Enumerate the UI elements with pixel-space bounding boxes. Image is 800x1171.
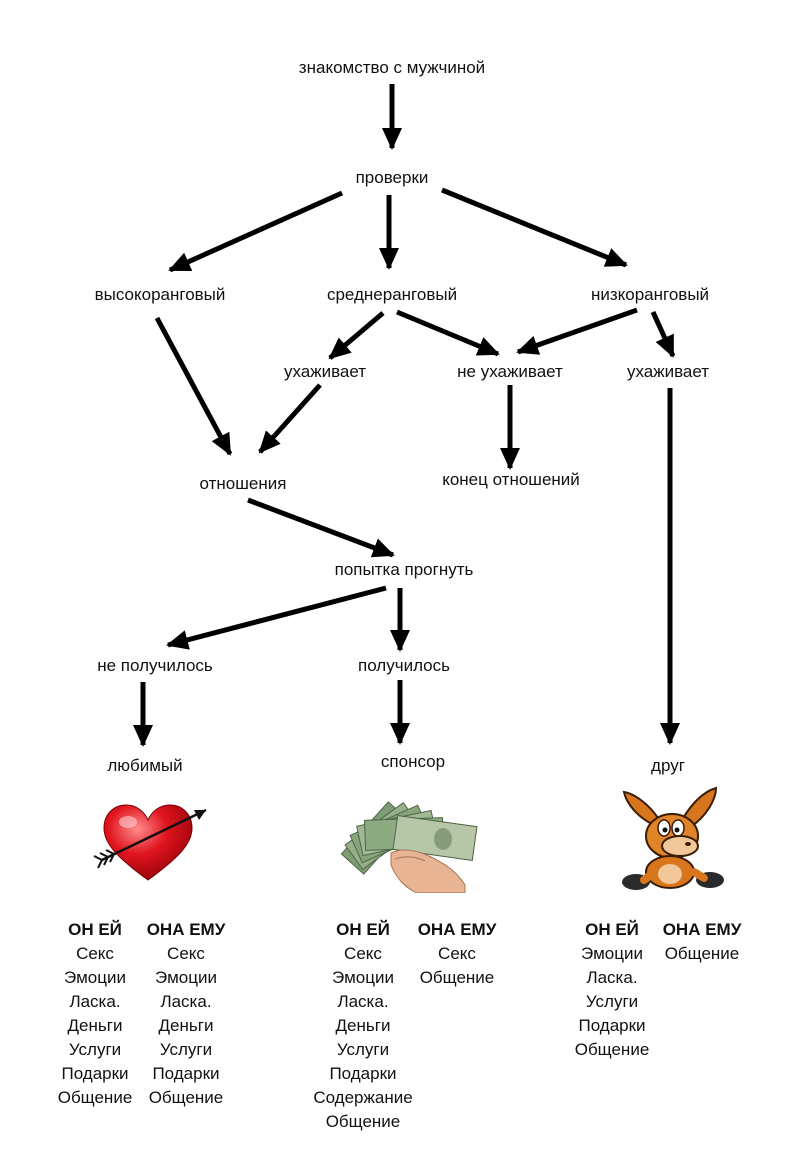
sponsor-she-header: ОНА ЕМУ — [417, 920, 497, 939]
arrow-bend-to-failed — [166, 585, 387, 650]
node-succeeded: получилось — [358, 656, 450, 675]
sponsor-he-item: Ласка. — [337, 992, 389, 1011]
node-not-courts: не ухаживает — [457, 362, 563, 381]
friend-he-item: Ласка. — [586, 968, 638, 987]
friend-he-header: ОН ЕЙ — [585, 920, 639, 939]
friend-she-item: Общение — [664, 944, 740, 963]
node-end-relationship: конец отношений — [442, 470, 580, 489]
sponsor-he-item: Подарки — [329, 1064, 397, 1083]
sponsor-he-item: Содержание — [313, 1088, 413, 1107]
beloved-she-item: Ласка. — [160, 992, 212, 1011]
beloved-he-item: Ласка. — [69, 992, 121, 1011]
beloved-she-item: Эмоции — [155, 968, 217, 987]
arrow-high-to-relationship — [154, 316, 233, 456]
sponsor-she-item: Секс — [438, 944, 476, 963]
beloved-she-column: ОНА ЕМУ Секс Эмоции Ласка. Деньги Услуги… — [147, 918, 226, 1110]
friend-she-header: ОНА ЕМУ — [662, 920, 742, 939]
node-friend: друг — [651, 756, 685, 775]
beloved-he-item: Деньги — [67, 1016, 123, 1035]
sponsor-he-column: ОН ЕЙ Секс Эмоции Ласка. Деньги Услуги П… — [313, 918, 412, 1134]
node-bend-attempt: попытка прогнуть — [334, 560, 474, 579]
beloved-he-item: Общение — [57, 1088, 133, 1107]
node-relationship: отношения — [199, 474, 287, 493]
beloved-she-item: Подарки — [152, 1064, 220, 1083]
money-in-hand-icon — [340, 801, 478, 893]
arrow-relationship-to-bend — [247, 497, 395, 558]
sponsor-she-column: ОНА ЕМУ Секс Общение — [418, 918, 497, 990]
friend-he-item: Подарки — [578, 1016, 646, 1035]
beloved-she-item: Общение — [148, 1088, 224, 1107]
node-failed: не получилось — [97, 656, 213, 675]
node-high-rank: высокоранговый — [94, 285, 226, 304]
sponsor-he-item: Эмоции — [332, 968, 394, 987]
beloved-he-header: ОН ЕЙ — [68, 920, 122, 939]
node-courts-mid: ухаживает — [283, 362, 367, 381]
arrow-checks-to-low — [441, 187, 628, 268]
beloved-she-item: Услуги — [159, 1040, 213, 1059]
node-start: знакомство с мужчиной — [298, 58, 486, 77]
friend-she-column: ОНА ЕМУ Общение — [663, 918, 742, 966]
friend-he-item: Услуги — [585, 992, 639, 1011]
arrow-mid-to-courts — [328, 311, 385, 360]
arrow-low-to-courts — [650, 310, 676, 358]
beloved-he-item: Эмоции — [64, 968, 126, 987]
node-courts-low: ухаживает — [626, 362, 710, 381]
friend-he-item: Общение — [574, 1040, 650, 1059]
node-low-rank: низкоранговый — [590, 285, 710, 304]
sponsor-he-item: Секс — [344, 944, 382, 963]
heart-with-arrow-icon — [93, 804, 207, 881]
beloved-he-item: Подарки — [61, 1064, 129, 1083]
beloved-he-item: Секс — [76, 944, 114, 963]
donkey-mascot-icon — [622, 786, 724, 890]
friend-he-item: Эмоции — [581, 944, 643, 963]
sponsor-he-item: Услуги — [336, 1040, 390, 1059]
sponsor-he-item: Деньги — [335, 1016, 391, 1035]
arrow-mid-to-notcourts — [396, 309, 500, 357]
node-beloved: любимый — [107, 756, 183, 775]
arrow-courts-to-relationship — [258, 383, 322, 454]
sponsor-he-header: ОН ЕЙ — [336, 920, 390, 939]
sponsor-he-item: Общение — [325, 1112, 401, 1131]
beloved-she-item: Секс — [167, 944, 205, 963]
node-mid-rank: среднеранговый — [326, 285, 458, 304]
node-checks: проверки — [355, 168, 429, 187]
friend-he-column: ОН ЕЙ Эмоции Ласка. Услуги Подарки Общен… — [575, 918, 650, 1062]
beloved-she-header: ОНА ЕМУ — [146, 920, 226, 939]
beloved-he-item: Услуги — [68, 1040, 122, 1059]
beloved-she-item: Деньги — [158, 1016, 214, 1035]
node-sponsor: спонсор — [380, 752, 446, 771]
sponsor-she-item: Общение — [419, 968, 495, 987]
beloved-he-column: ОН ЕЙ Секс Эмоции Ласка. Деньги Услуги П… — [58, 918, 133, 1110]
arrow-low-to-notcourts — [516, 307, 638, 355]
arrow-checks-to-high — [168, 190, 344, 273]
